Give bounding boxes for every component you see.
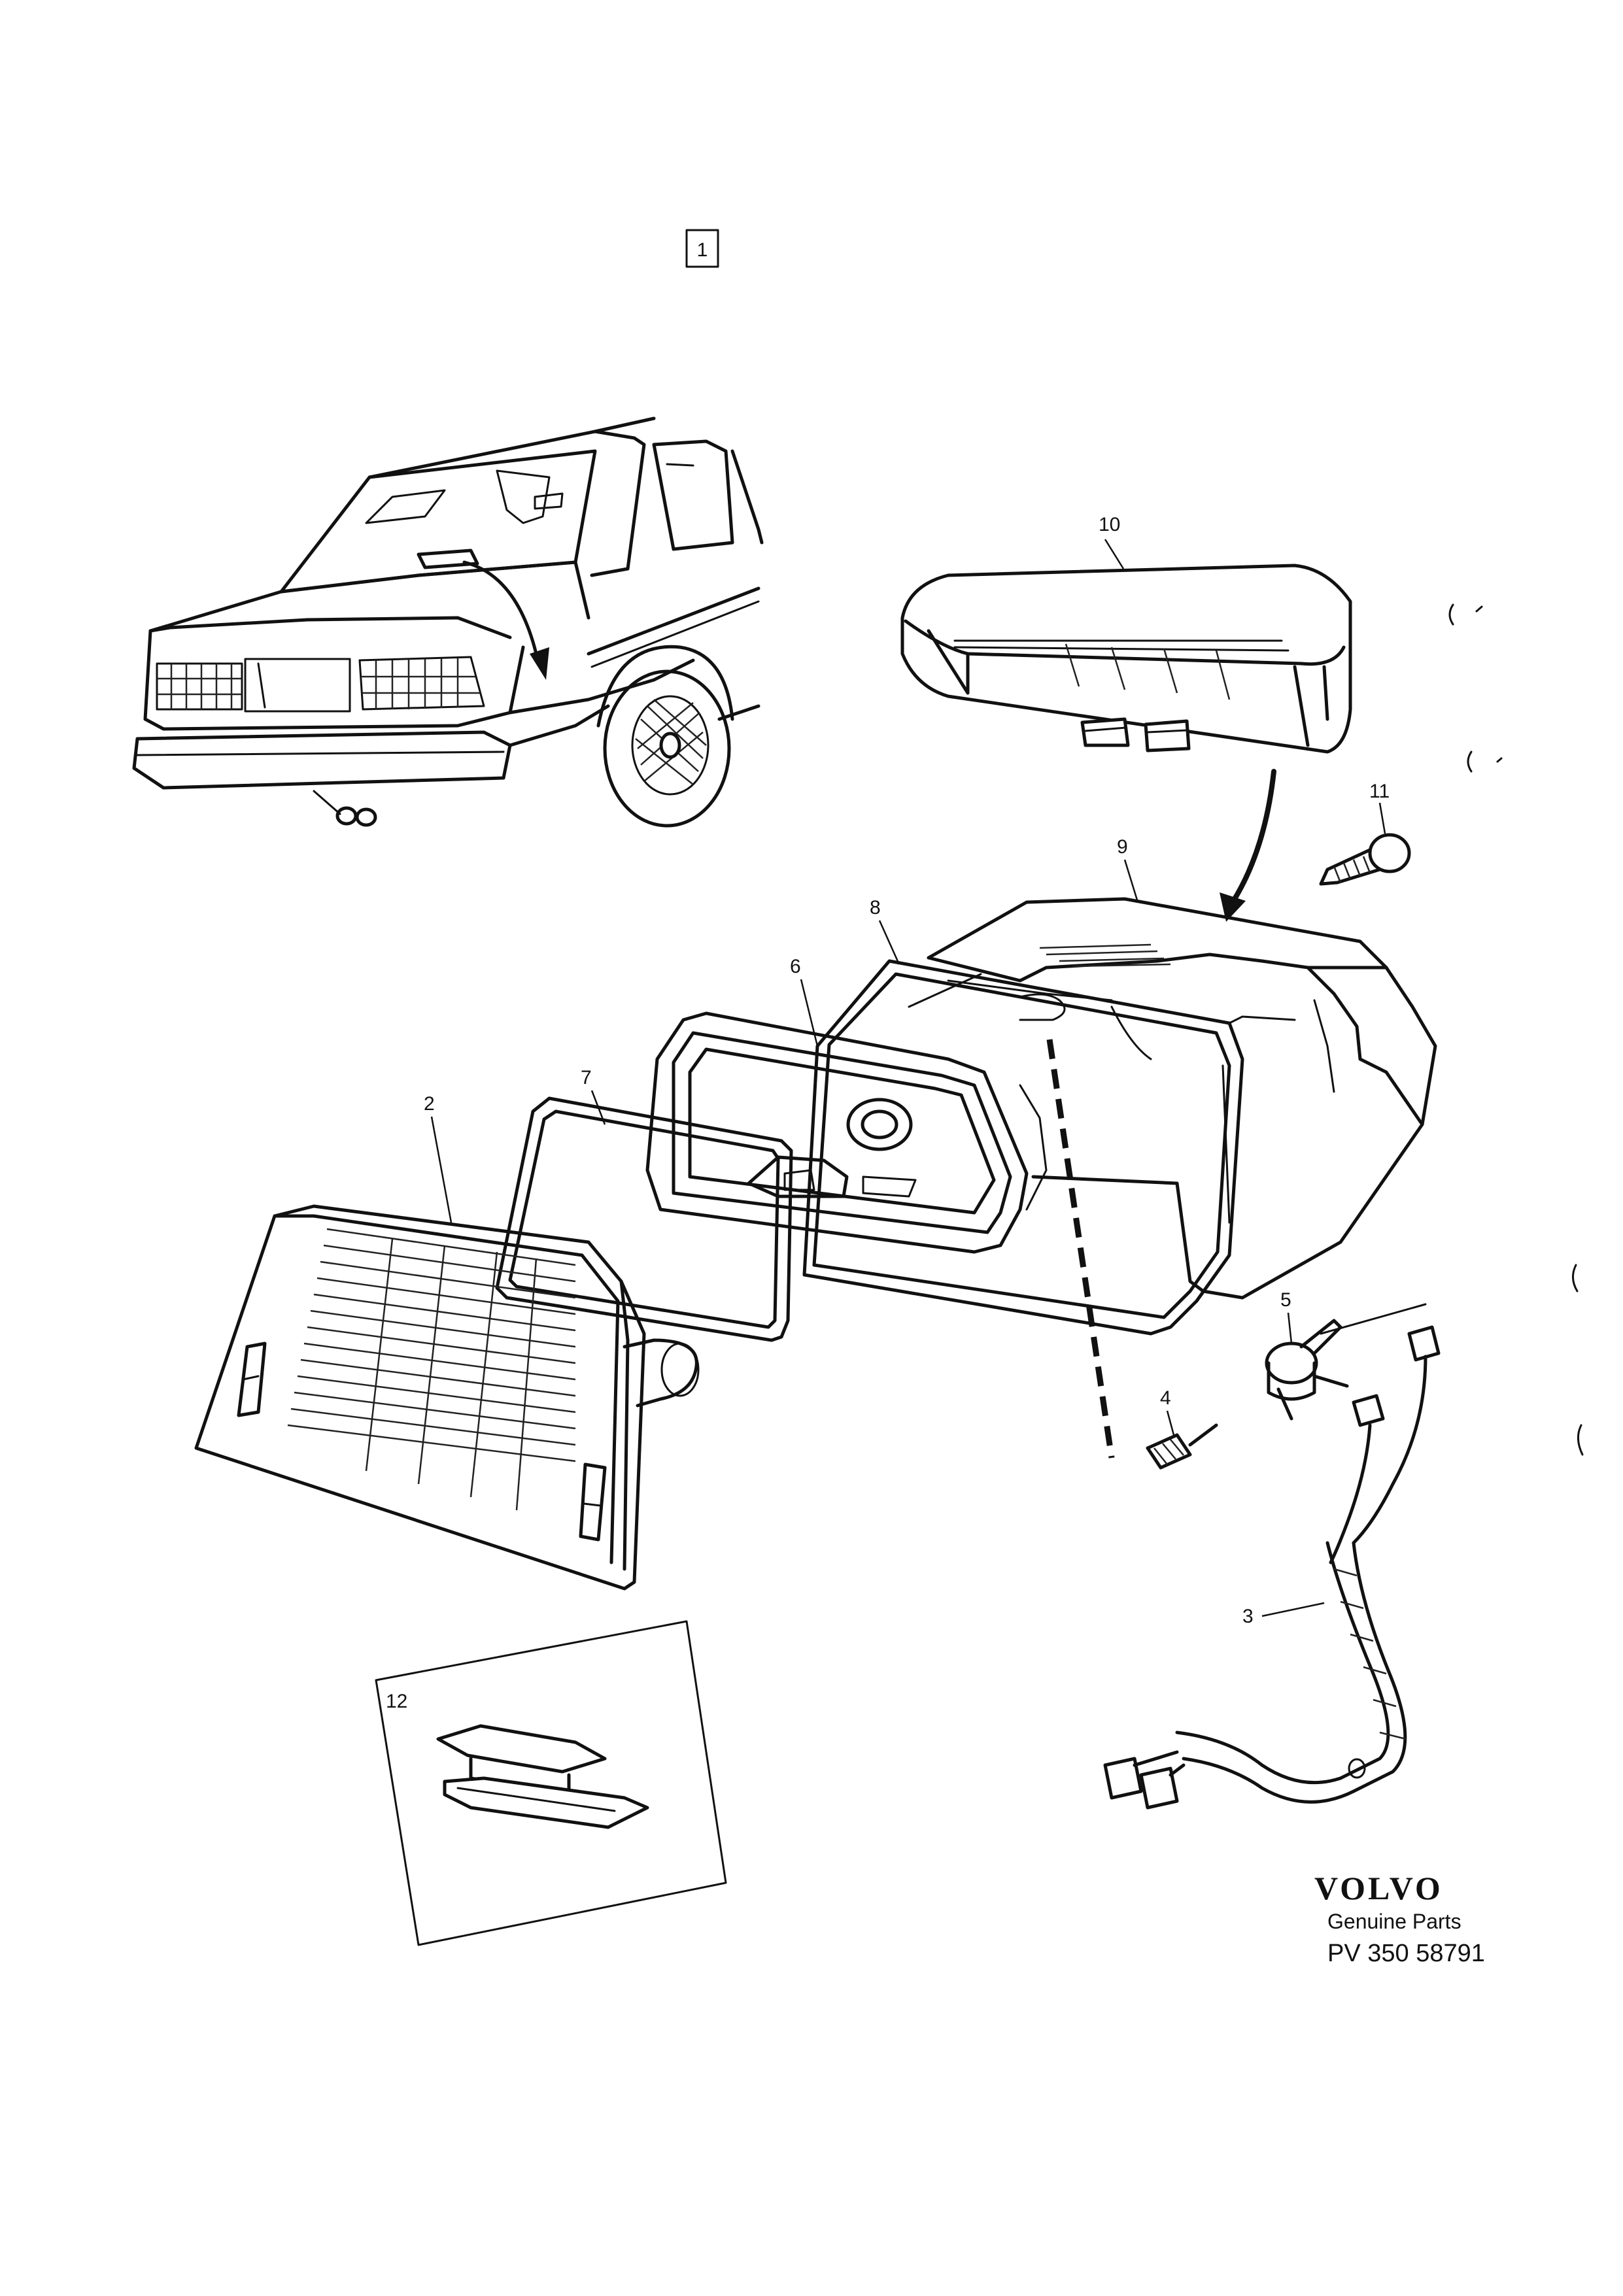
assembly-arrow-10-to-9 <box>1220 769 1276 922</box>
part-4-bulb <box>1146 1423 1218 1470</box>
rear-wheel <box>596 645 734 828</box>
part-12-detail-box <box>375 1620 727 1946</box>
part-3-wiring-harness <box>1103 1325 1441 1810</box>
branding-block: VOLVO Genuine Parts PV 350 58791 <box>1314 1870 1485 1967</box>
part-9-housing <box>927 897 1437 1300</box>
part-6-bulb-holder-plate <box>645 1011 1048 1254</box>
car-overview-illustration <box>132 416 764 828</box>
callout-leaders <box>430 539 1386 1617</box>
part-11-screw <box>1319 833 1411 886</box>
callout-5: 5 <box>1280 1289 1291 1311</box>
tail-light-right-cluster <box>358 656 485 711</box>
alignment-dashed-line <box>1046 1039 1115 1459</box>
section-index-label: 1 <box>697 239 708 261</box>
license-plate-recess <box>244 658 351 713</box>
callout-11: 11 <box>1369 781 1390 802</box>
part-12-clip <box>436 1724 649 1829</box>
callout-4: 4 <box>1160 1387 1171 1409</box>
callout-3: 3 <box>1242 1606 1254 1627</box>
callout-7: 7 <box>581 1067 592 1089</box>
section-index-box: 1 <box>685 229 719 268</box>
callout-12: 12 <box>386 1691 407 1712</box>
part-number-label: PV 350 58791 <box>1327 1940 1485 1967</box>
part-8-frame-gasket <box>802 959 1244 1336</box>
callout-10: 10 <box>1099 514 1120 535</box>
callout-6: 6 <box>790 956 801 977</box>
lens-hatch-pattern <box>287 1228 576 1511</box>
callout-8: 8 <box>870 897 881 919</box>
tail-light-left-cluster <box>156 662 243 711</box>
part-5-socket <box>1265 1303 1427 1421</box>
callout-2: 2 <box>424 1093 435 1115</box>
part-7-seal <box>495 1096 793 1342</box>
part-2-lens <box>194 1204 700 1591</box>
part-10-cover <box>900 564 1352 754</box>
genuine-parts-label: Genuine Parts <box>1327 1910 1461 1933</box>
callout-9: 9 <box>1117 836 1128 858</box>
margin-marks <box>1448 603 1584 1456</box>
volvo-logo-text: VOLVO <box>1314 1870 1443 1906</box>
